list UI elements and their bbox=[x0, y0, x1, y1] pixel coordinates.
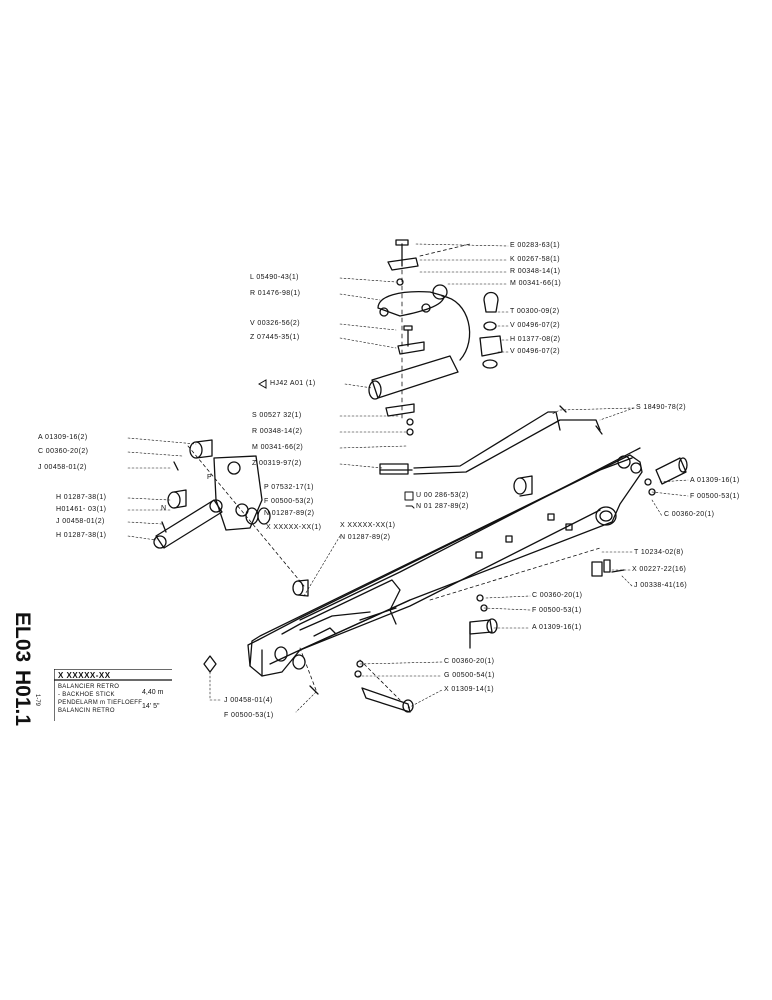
part-label: M 00341-66(2) bbox=[252, 444, 304, 451]
title-line1: BALANCIER RETRO bbox=[58, 684, 120, 690]
left-linkage-parts bbox=[153, 439, 309, 597]
sheet-date: 1-79 bbox=[34, 694, 40, 707]
title-line2: - BACKHOE STICK bbox=[58, 692, 115, 698]
part-label: J 00338-41(16) bbox=[634, 582, 688, 589]
part-label: HJ42 A01 (1) bbox=[270, 380, 316, 387]
title-code: X XXXXX-XX bbox=[58, 671, 111, 680]
part-label: H 01287-38(1) bbox=[56, 494, 107, 501]
part-label: R 00348-14(1) bbox=[510, 268, 561, 275]
part-label: L 05490-43(1) bbox=[250, 274, 299, 281]
hydraulic-hoses bbox=[299, 405, 641, 621]
title-block-frame bbox=[54, 669, 172, 721]
part-label: N 01287-89(2) bbox=[340, 534, 391, 541]
part-label: R 01476-98(1) bbox=[250, 290, 301, 297]
part-label: N 01287-89(2) bbox=[264, 510, 315, 517]
part-label: T 10234-02(8) bbox=[634, 549, 684, 556]
part-label: V 00496-07(2) bbox=[510, 322, 560, 329]
part-label: A 01309-16(2) bbox=[38, 434, 88, 441]
title-value1: 4,40 m bbox=[142, 689, 164, 696]
part-label: F 00500-53(1) bbox=[532, 607, 582, 614]
part-label: A 01309-16(1) bbox=[690, 477, 740, 484]
part-label: G 00500-54(1) bbox=[444, 672, 495, 679]
hose-markers bbox=[404, 491, 415, 509]
part-label: X 01309-14(1) bbox=[444, 686, 494, 693]
title-line4: BALANCIN RETRO bbox=[58, 708, 115, 714]
leader-lines bbox=[127, 243, 689, 713]
arrow-marker-icon bbox=[258, 379, 267, 389]
part-label: V 00326-56(2) bbox=[250, 320, 300, 327]
sheet-code-line1: EL03 bbox=[11, 612, 34, 663]
bottom-pins bbox=[203, 547, 601, 713]
cylinder-bracket-assembly bbox=[368, 239, 471, 436]
title-line3: PENDELARM m TIEFLOEFF bbox=[58, 700, 143, 706]
sheet-code: EL03 H01.1 bbox=[4, 612, 40, 732]
part-label: H01461- 03(1) bbox=[56, 506, 107, 513]
part-mark: N bbox=[161, 505, 167, 512]
part-label: K 00267-58(1) bbox=[510, 256, 560, 263]
part-label: S 18490-78(2) bbox=[636, 404, 686, 411]
part-label: C 00360-20(1) bbox=[664, 511, 715, 518]
part-label: J 00458-01(2) bbox=[56, 518, 105, 525]
part-label: Z 07445-35(1) bbox=[250, 334, 300, 341]
part-label: N 01 287-89(2) bbox=[416, 503, 469, 510]
part-label: P 07532-17(1) bbox=[264, 484, 314, 491]
part-label: F 00500-53(1) bbox=[224, 712, 274, 719]
part-label: M 00341-66(1) bbox=[510, 280, 562, 287]
title-block: X XXXXX-XX BALANCIER RETRO - BACKHOE STI… bbox=[54, 669, 174, 721]
part-label: R 00348-14(2) bbox=[252, 428, 303, 435]
sheet-code-line2: H01.1 bbox=[11, 670, 34, 727]
right-top-pin-parts bbox=[479, 291, 503, 369]
part-label: J 00458-01(4) bbox=[224, 697, 273, 704]
part-label: F 00500-53(1) bbox=[690, 493, 740, 500]
part-label: V 00496-07(2) bbox=[510, 348, 560, 355]
part-label: E 00283-63(1) bbox=[510, 242, 560, 249]
part-label: C 00360-20(1) bbox=[532, 592, 583, 599]
part-mark: P bbox=[207, 474, 213, 481]
title-value2: 14' 5" bbox=[142, 703, 160, 710]
right-pin-parts bbox=[513, 457, 688, 577]
part-label: T 00300-09(2) bbox=[510, 308, 560, 315]
stick-body bbox=[247, 454, 643, 677]
part-label: S 00527 32(1) bbox=[252, 412, 302, 419]
part-label: H 01377-08(2) bbox=[510, 336, 561, 343]
part-label: X XXXXX-XX(1) bbox=[266, 524, 322, 531]
part-label: Z 00319-97(2) bbox=[252, 460, 302, 467]
part-label: A 01309-16(1) bbox=[532, 624, 582, 631]
part-label: F 00500-53(2) bbox=[264, 498, 314, 505]
part-label: X 00227-22(16) bbox=[632, 566, 687, 573]
part-label: U 00 286-53(2) bbox=[416, 492, 469, 499]
part-label: X XXXXX-XX(1) bbox=[340, 522, 396, 529]
part-label: C 00360-20(1) bbox=[444, 658, 495, 665]
part-label: C 00360-20(2) bbox=[38, 448, 89, 455]
part-label: J 00458-01(2) bbox=[38, 464, 87, 471]
part-label: H 01287-38(1) bbox=[56, 532, 107, 539]
